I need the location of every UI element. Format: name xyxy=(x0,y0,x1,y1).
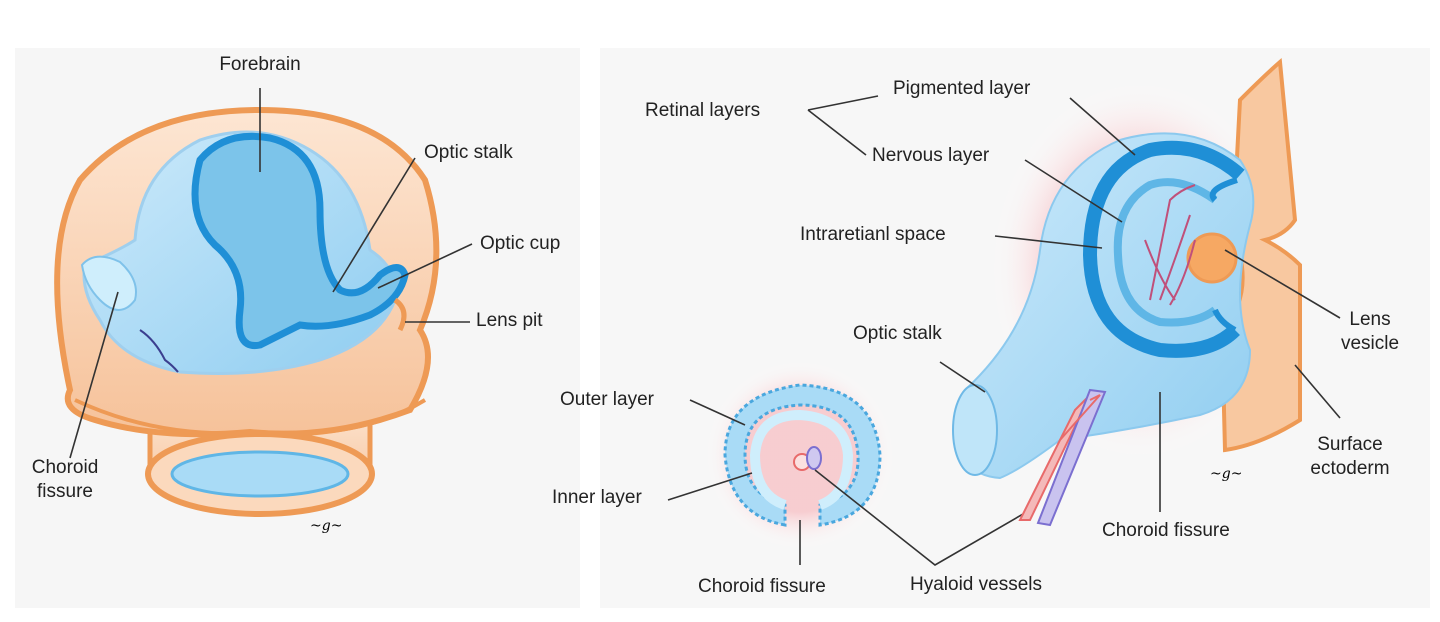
label-forebrain: Forebrain xyxy=(219,54,301,75)
right-optic-cup-figure xyxy=(952,57,1302,527)
label-intraretinal-space: Intraretianl space xyxy=(800,224,946,245)
label-lens-vesicle-line2: vesicle xyxy=(1340,333,1400,354)
label-choroid-fissure-left-line2: fissure xyxy=(37,481,93,502)
label-surface-ectoderm-line1: Surface xyxy=(1317,434,1383,455)
label-optic-cup: Optic cup xyxy=(480,233,561,254)
label-retinal-layers: Retinal layers xyxy=(645,100,761,121)
optic-cup-cross-section xyxy=(705,360,895,550)
middle-leader-lines xyxy=(667,399,1031,566)
right-leader-lines xyxy=(807,95,1341,512)
artist-signature-right: ~g~ xyxy=(1210,466,1242,482)
label-optic-stalk-left: Optic stalk xyxy=(424,142,513,163)
label-choroid-fissure-right: Choroid fissure xyxy=(1102,520,1230,541)
label-lens-vesicle-line1: Lens xyxy=(1349,309,1391,330)
label-outer-layer: Outer layer xyxy=(560,389,654,410)
label-nervous-layer: Nervous layer xyxy=(872,145,990,166)
artist-signature-left: ~g~ xyxy=(310,518,342,534)
left-leader-lines xyxy=(69,88,473,459)
label-surface-ectoderm-line2: ectoderm xyxy=(1310,458,1390,479)
label-inner-layer: Inner layer xyxy=(552,487,642,508)
label-choroid-fissure-bottom: Choroid fissure xyxy=(698,576,826,597)
label-pigmented-layer: Pigmented layer xyxy=(893,78,1031,99)
label-lens-pit: Lens pit xyxy=(476,310,543,331)
left-embryo-figure xyxy=(54,106,440,517)
label-hyaloid-vessels: Hyaloid vessels xyxy=(910,574,1042,595)
label-optic-stalk-right: Optic stalk xyxy=(853,323,942,344)
label-choroid-fissure-left-line1: Choroid xyxy=(31,457,99,478)
